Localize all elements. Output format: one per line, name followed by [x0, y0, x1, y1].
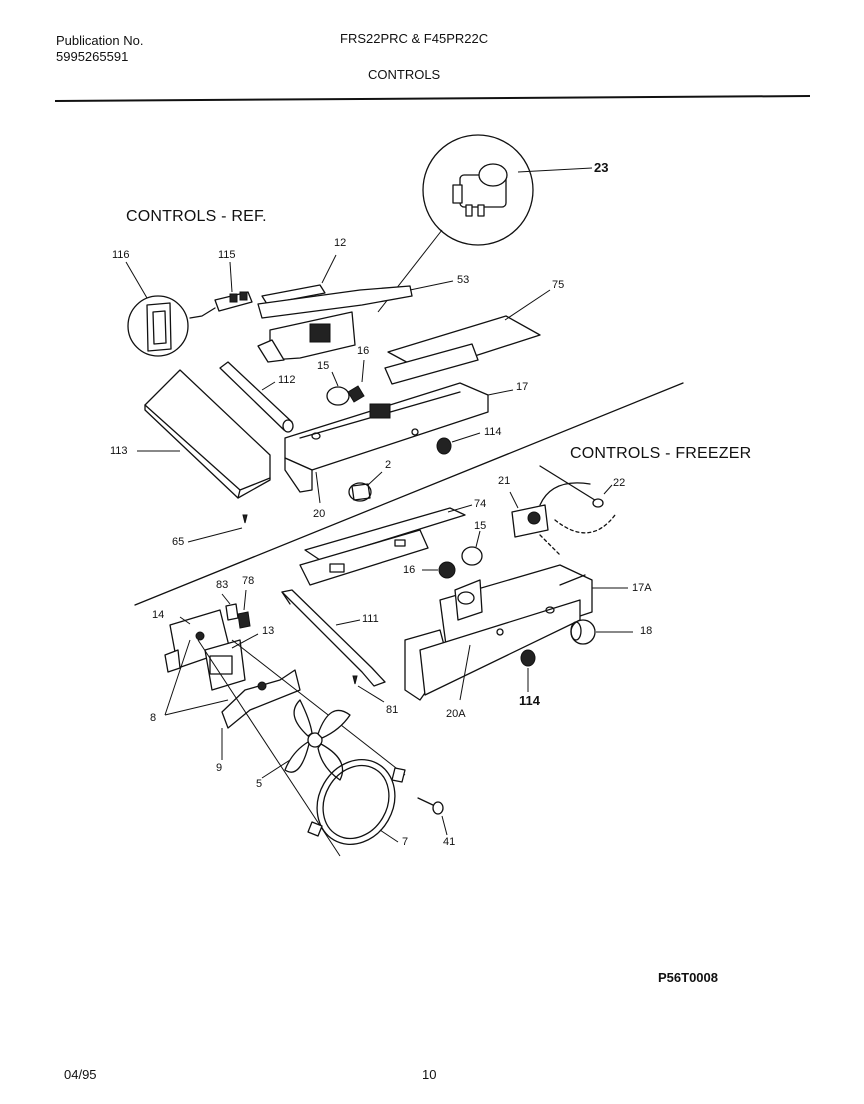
- part-115-harness: [190, 262, 252, 318]
- part-20-leader: [316, 472, 320, 503]
- part-label: 83: [216, 579, 229, 591]
- part-15-lamp-ref: [327, 360, 364, 405]
- part-label: 22: [613, 477, 626, 489]
- publication-date: 04/95: [64, 1067, 97, 1082]
- part-15-lamp-freezer: [462, 531, 482, 565]
- page-number: 10: [422, 1067, 437, 1082]
- part-label: 115: [218, 249, 236, 261]
- part-label: 114: [519, 693, 540, 708]
- part-label: 41: [443, 836, 456, 848]
- part-label: 13: [262, 625, 275, 637]
- part-label: 8: [150, 712, 157, 724]
- part-label: 5: [256, 778, 263, 790]
- part-label: 23: [594, 160, 609, 175]
- part-label: 17: [516, 381, 529, 393]
- part-label: 74: [474, 498, 487, 510]
- part-22-sensor: [540, 466, 615, 533]
- part-13-motor: [205, 634, 258, 690]
- page-title: CONTROLS: [368, 67, 441, 82]
- header-rule: [55, 96, 810, 101]
- part-label: 20A: [446, 708, 466, 720]
- part-label: 15: [474, 520, 487, 532]
- part-16-socket-freezer: [422, 562, 455, 578]
- part-8-leaders: [165, 640, 228, 715]
- part-112-tube: [220, 362, 293, 432]
- part-12-housing: [258, 255, 453, 362]
- part-label: 7: [402, 836, 409, 848]
- part-18-knob: [571, 620, 633, 644]
- diagram-code: P56T0008: [658, 970, 718, 985]
- part-label: 81: [386, 704, 399, 716]
- part-label: 116: [112, 249, 130, 261]
- part-label: 114: [484, 426, 502, 438]
- part-label: 18: [640, 625, 653, 637]
- part-114-socket-ref: [437, 433, 480, 454]
- section-controls-freezer: CONTROLS - FREEZER: [570, 445, 752, 462]
- part-113-panel: [137, 370, 270, 498]
- publication-number: 5995265591: [56, 49, 129, 64]
- part-78-clip: [238, 590, 250, 628]
- motor-axis: [198, 640, 340, 856]
- part-9-bracket: [222, 670, 300, 760]
- part-41-screw: [418, 798, 447, 835]
- section-controls-ref: CONTROLS - REF.: [126, 208, 267, 225]
- section-divider: [135, 383, 683, 605]
- part-label: 20: [313, 508, 326, 520]
- part-111-bracket: [282, 590, 385, 686]
- part-17-control-box: [285, 383, 513, 492]
- part-label: 53: [457, 274, 470, 286]
- part-label: 16: [403, 564, 416, 576]
- part-label: 78: [242, 575, 255, 587]
- part-81-screw: [353, 676, 384, 702]
- model-numbers: FRS22PRC & F45PR22C: [340, 31, 489, 46]
- part-label: 9: [216, 762, 223, 774]
- part-2-knob: [349, 472, 382, 501]
- part-label: 113: [110, 445, 128, 457]
- part-7-shroud: [302, 745, 410, 858]
- part-5-fan-blade: [262, 700, 350, 780]
- part-label: 17A: [632, 582, 652, 594]
- part-label: 65: [172, 536, 185, 548]
- part-23-detail: [378, 135, 592, 312]
- part-65-screw: [188, 515, 247, 542]
- part-17a-control-box: [405, 535, 628, 700]
- part-label: 2: [385, 459, 392, 471]
- part-label: 14: [152, 609, 165, 621]
- part-75-cover: [385, 290, 550, 384]
- part-label: 111: [362, 613, 379, 625]
- part-label: 15: [317, 360, 330, 372]
- part-label: 75: [552, 279, 565, 291]
- part-label: 112: [278, 374, 296, 386]
- part-label: 21: [498, 475, 511, 487]
- part-21-thermostat: [510, 483, 590, 537]
- publication-label: Publication No.: [56, 33, 144, 48]
- part-114-socket-freezer: [521, 650, 535, 692]
- part-label: 12: [334, 237, 347, 249]
- part-83-clip: [222, 594, 238, 620]
- part-116-detail: [126, 262, 188, 356]
- part-label: 16: [357, 345, 370, 357]
- part-74-cover: [300, 505, 472, 585]
